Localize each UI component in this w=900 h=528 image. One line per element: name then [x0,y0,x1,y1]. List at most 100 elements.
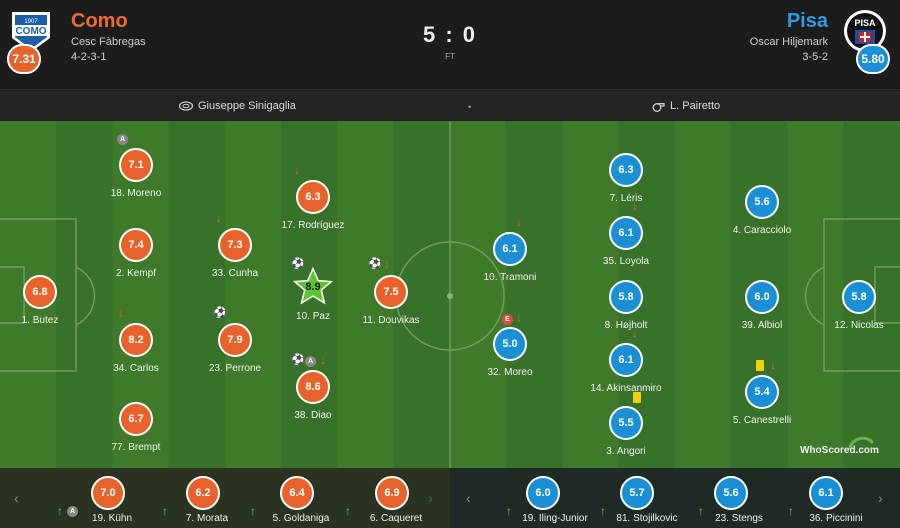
away-substitutes: ‹ 6.0 ↑ 19. Iling-Junior 5.7 ↑ 81. Stoji… [450,468,900,528]
player-perrone[interactable]: 7.9 23. Perrone ⚽ [182,308,292,383]
player-rating: 8.6 [296,370,330,404]
sub-off-arrow-icon: ↓ [294,163,300,177]
player-kempf[interactable]: 7.4 2. Kempf [83,228,193,288]
player-moreo[interactable]: 5.0 32. Moreo E ↓ [457,311,567,387]
player-nicolas[interactable]: 5.8 12. Nicolas [806,280,900,340]
man-of-the-match-star-icon [293,267,333,305]
player-name: 6. Caqueret [369,513,423,524]
player-tramoni[interactable]: 6.1 10. Tramoni ↓ [457,216,567,292]
yellow-card-icon [633,392,641,403]
player-name: 33. Cunha [211,268,259,279]
sub-player-piccinini[interactable]: 6.1 ↑ 36. Piccinini [775,476,875,528]
away-team-rating: 5.80 [856,44,890,74]
sub-player-kuhn[interactable]: 7.0 ↑ A 19. Kühn [57,476,157,528]
sub-on-arrow-icon: ↑ [600,504,606,518]
player-name: 5. Goldaniga [272,513,330,524]
player-moreno[interactable]: 7.1 18. Moreno A [83,134,193,208]
player-brempt[interactable]: 6.7 77. Brempt [83,402,193,462]
player-rating: 7.1 [119,148,153,182]
player-rating: 6.0 [745,280,779,314]
player-rating: 6.1 [809,476,843,510]
player-angori[interactable]: 5.5 3. Angori [573,392,683,466]
player-leris[interactable]: 6.3 7. Léris [573,153,683,213]
goal-ball-icon: ⚽ [291,258,305,270]
goal-ball-icon: ⚽ [213,307,227,319]
assist-badge-icon: A [67,506,78,517]
player-rating: 5.8 [842,280,876,314]
player-butez[interactable]: 6.8 1. Butez [0,275,97,335]
substitutes-bar: ‹ 7.0 ↑ A 19. Kühn 6.2 ↑ 7. Morata 6.4 ↑… [0,468,900,528]
referee-name: L. Pairetto [670,100,721,112]
player-rating: 6.9 [375,476,409,510]
player-name: 12. Nicolas [834,320,884,331]
player-cunha[interactable]: 7.3 33. Cunha ↓ [182,212,292,288]
player-rating: 8.2 [119,323,153,357]
chevron-right-icon[interactable]: › [878,490,883,506]
chevron-right-icon[interactable]: › [428,490,433,506]
sub-player-stengs[interactable]: 5.6 ↑ 23. Stengs [680,476,780,528]
player-name: 23. Stengs [715,513,763,524]
away-manager: Oscar Hiljemark [749,36,828,48]
player-name: 36. Piccinini [809,513,863,524]
whistle-icon [652,102,665,112]
player-loyola[interactable]: 6.1 35. Loyola ↓ [573,200,683,276]
sub-player-iling-junior[interactable]: 6.0 ↑ 19. Iling-Junior [492,476,592,528]
stadium-icon [179,101,193,111]
player-rating: 6.0 [526,476,560,510]
chevron-left-icon[interactable]: ‹ [14,490,19,506]
player-name: 11. Douvikas [362,315,420,326]
player-hojholt[interactable]: 5.8 8. Højholt [573,280,683,340]
player-name: 77. Brempt [111,442,161,453]
sub-on-arrow-icon: ↑ [506,504,512,518]
sub-off-arrow-icon: ↓ [632,326,638,340]
player-rating: 5.7 [620,476,654,510]
sub-on-arrow-icon: ↑ [162,504,168,518]
player-rating: 6.3 [296,180,330,214]
sub-player-caqueret[interactable]: 6.9 ↑ 6. Caqueret [341,476,441,528]
sub-on-arrow-icon: ↑ [788,504,794,518]
assist-badge-icon: A [305,356,316,367]
player-rating: 6.4 [280,476,314,510]
sub-on-arrow-icon: ↑ [345,504,351,518]
player-akinsanmiro[interactable]: 6.1 14. Akinsanmiro ↓ [573,327,683,403]
whoscored-watermark: WhoScored.com [800,445,879,456]
player-carlos[interactable]: 8.2 34. Carlos ↓ [83,307,193,383]
player-canestrelli[interactable]: 5.4 5. Canestrelli ↓ [709,359,819,435]
home-formation: 4-2-3-1 [71,51,107,63]
player-rating: 6.2 [186,476,220,510]
player-diao[interactable]: 8.6 38. Diao ⚽ A ↓ [260,354,370,430]
player-name: 7. Morata [185,513,229,524]
sub-off-arrow-icon: ↓ [516,310,522,324]
player-caracciolo[interactable]: 5.6 4. Caracciolo [709,185,819,245]
player-name: 1. Butez [21,315,59,326]
chevron-left-icon[interactable]: ‹ [466,490,471,506]
player-rating: 7.3 [218,228,252,262]
away-team-name[interactable]: Pisa [786,10,828,32]
player-name: 34. Carlos [113,363,159,374]
player-rating: 5.0 [493,327,527,361]
player-rating: 7.0 [91,476,125,510]
player-name: 23. Perrone [208,363,262,374]
match-status: FT [445,52,455,61]
player-albiol[interactable]: 6.0 39. Albiol [709,280,819,340]
goal-ball-icon: ⚽ [368,258,382,270]
sub-player-goldaniga[interactable]: 6.4 ↑ 5. Goldaniga [246,476,346,528]
player-rodriguez[interactable]: 6.3 17. Rodríguez ↓ [260,164,370,240]
sub-player-stojilkovic[interactable]: 5.7 ↑ 81. Stojilkovic [586,476,686,528]
home-team-name[interactable]: Como [71,10,128,32]
player-rating: 7.5 [374,275,408,309]
player-rating: 5.4 [745,375,779,409]
player-rating: 6.7 [119,402,153,436]
match-score: 5 : 0 [422,22,478,47]
como-crest-icon: 1907 COMO [12,12,50,52]
sub-player-morata[interactable]: 6.2 ↑ 7. Morata [152,476,252,528]
player-name: 18. Moreno [110,188,162,199]
sub-off-arrow-icon: ↓ [118,306,124,320]
venue: Giuseppe Sinigaglia [179,100,296,112]
player-name: 17. Rodríguez [281,220,345,231]
player-douvikas[interactable]: 7.5 11. Douvikas ⚽ ↓ [338,258,448,335]
player-rating: 5.6 [714,476,748,510]
player-rating: 6.1 [493,232,527,266]
player-paz[interactable]: 8.9 10. Paz ⚽ [260,259,370,331]
svg-text:1907: 1907 [24,19,38,25]
